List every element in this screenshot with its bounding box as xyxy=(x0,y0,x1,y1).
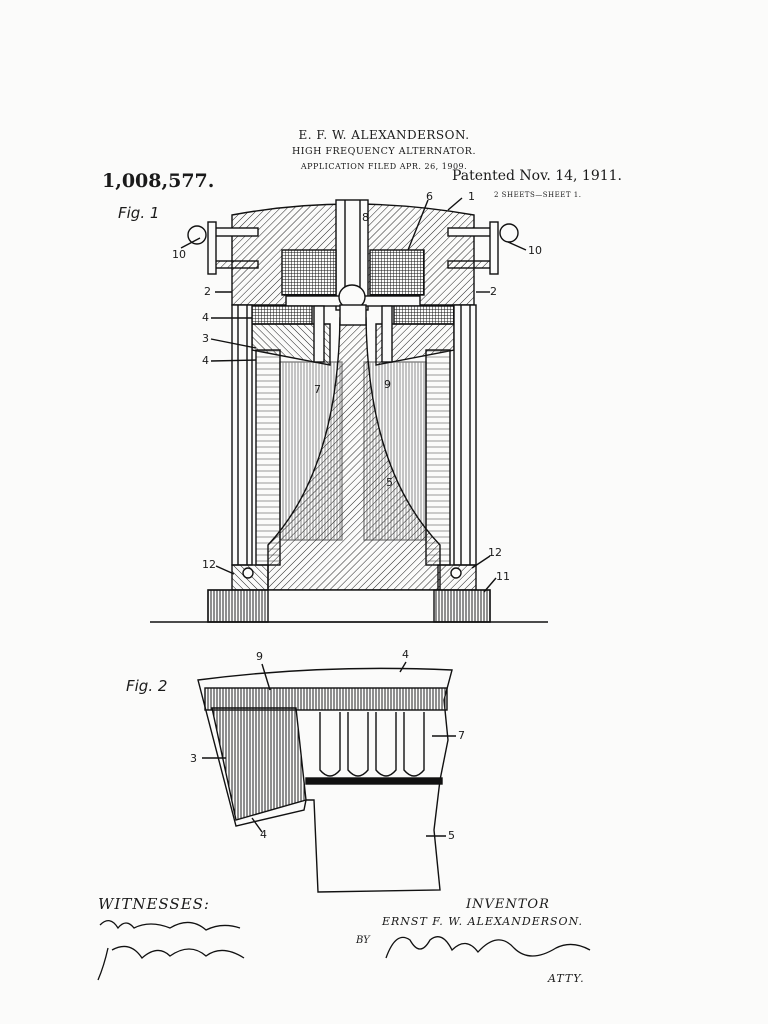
inventor-name: ERNST F. W. ALEXANDERSON. xyxy=(382,915,583,928)
signature-marks xyxy=(97,920,591,981)
fig1-callout-4-bottom: 4 xyxy=(202,354,209,367)
patent-title: HIGH FREQUENCY ALTERNATOR. xyxy=(292,146,476,157)
patent-number: 1,008,577. xyxy=(102,170,215,192)
fig1-callout-2-left: 2 xyxy=(204,285,211,298)
fig1-callout-1: 1 xyxy=(468,190,475,203)
fig2-callout-9: 9 xyxy=(256,650,263,663)
fig1-callout-7: 7 xyxy=(314,383,321,396)
inventor-label: INVENTOR xyxy=(466,897,550,912)
fig1-drawing xyxy=(150,197,548,623)
fig1-callout-8: 8 xyxy=(362,211,369,224)
application-filed: APPLICATION FILED APR. 26, 1909. xyxy=(300,162,468,171)
by-label: BY xyxy=(356,935,370,946)
fig2-callout-5: 5 xyxy=(448,829,455,842)
fig1-callout-10-left: 10 xyxy=(172,248,186,261)
fig2-label: Fig. 2 xyxy=(126,677,168,695)
fig1-callout-2-right: 2 xyxy=(490,285,497,298)
fig1-callout-4-top: 4 xyxy=(202,311,209,324)
fig1-callout-10-right: 10 xyxy=(528,244,542,257)
fig2-drawing xyxy=(197,661,456,893)
fig1-callout-6: 6 xyxy=(426,190,433,203)
fig1-callout-12-right: 12 xyxy=(488,546,502,559)
fig1-callout-11: 11 xyxy=(496,570,510,583)
fig2-callout-4-top: 4 xyxy=(402,648,409,661)
fig1-label: Fig. 1 xyxy=(118,204,160,222)
fig1-callout-12-left: 12 xyxy=(202,558,216,571)
fig1-callout-3: 3 xyxy=(202,332,209,345)
inventor-heading: E. F. W. ALEXANDERSON. xyxy=(298,128,470,142)
fig1-callout-9: 9 xyxy=(384,378,391,391)
attorney-label: ATTY. xyxy=(548,972,585,985)
fig1-callout-5: 5 xyxy=(386,476,393,489)
witnesses-label: WITNESSES: xyxy=(98,895,210,913)
patent-date: Patented Nov. 14, 1911. xyxy=(452,168,623,184)
fig2-callout-7: 7 xyxy=(458,729,465,742)
fig2-callout-4-bottom: 4 xyxy=(260,828,267,841)
fig2-callout-3: 3 xyxy=(190,752,197,765)
sheet-count: 2 SHEETS—SHEET 1. xyxy=(494,191,582,199)
